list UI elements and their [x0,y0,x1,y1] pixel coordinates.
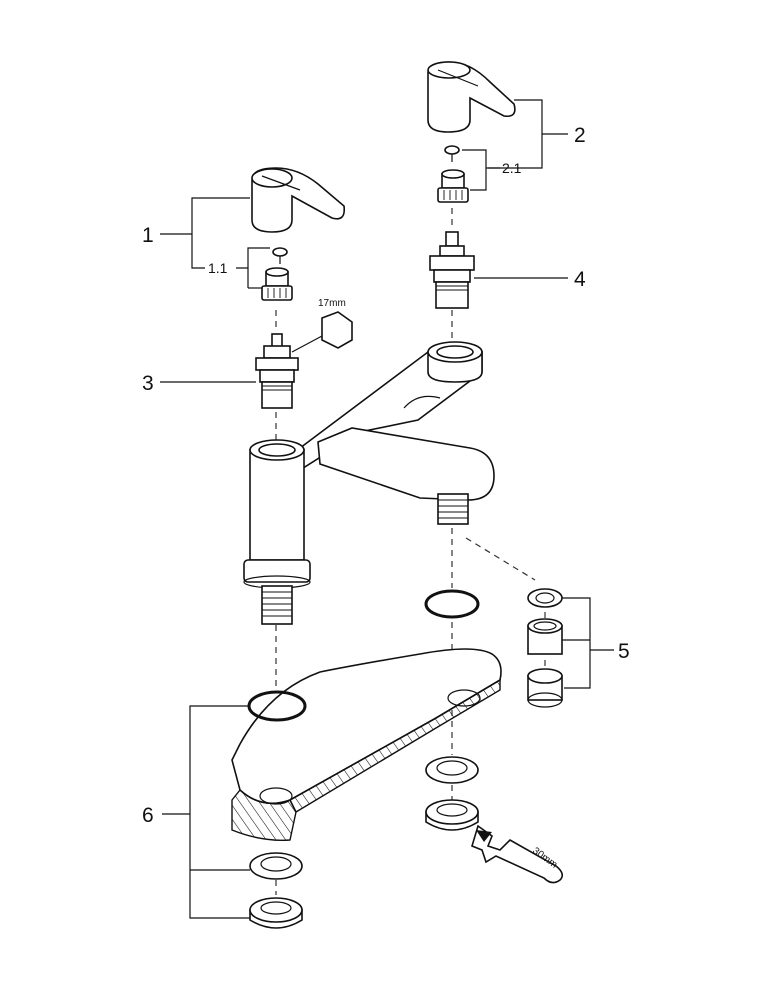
leader-1 [160,197,270,289]
hex-size-label: 17mm [318,298,346,309]
aerator-set [527,588,563,708]
adapter-right [437,169,469,203]
nut-right [425,799,479,831]
leader-5 [562,597,614,689]
handle-right [427,61,516,133]
nut-left [249,897,303,929]
washer-left [249,852,303,880]
part-label-2: 2 [574,124,586,147]
screw-right [444,145,460,162]
faucet-body [243,341,495,625]
washer-right [425,756,479,784]
part-label-2-1: 2.1 [502,160,522,176]
part-label-4: 4 [574,268,586,291]
screw-left [272,247,288,264]
o-ring-spout [424,589,480,619]
part-label-3: 3 [142,372,154,395]
leader-6 [162,705,250,919]
wrench [471,824,564,884]
hex-tool [291,311,353,353]
adapter-left [261,267,293,301]
part-label-1: 1 [142,224,154,247]
o-ring-left [247,690,307,722]
countertop-section [231,648,502,841]
handle-left [251,167,346,233]
cartridge-right [429,231,475,309]
cartridge-left [255,333,299,409]
part-label-6: 6 [142,804,154,827]
leader-2 [462,99,568,191]
part-label-1-1: 1.1 [208,260,228,276]
part-label-5: 5 [618,640,630,663]
